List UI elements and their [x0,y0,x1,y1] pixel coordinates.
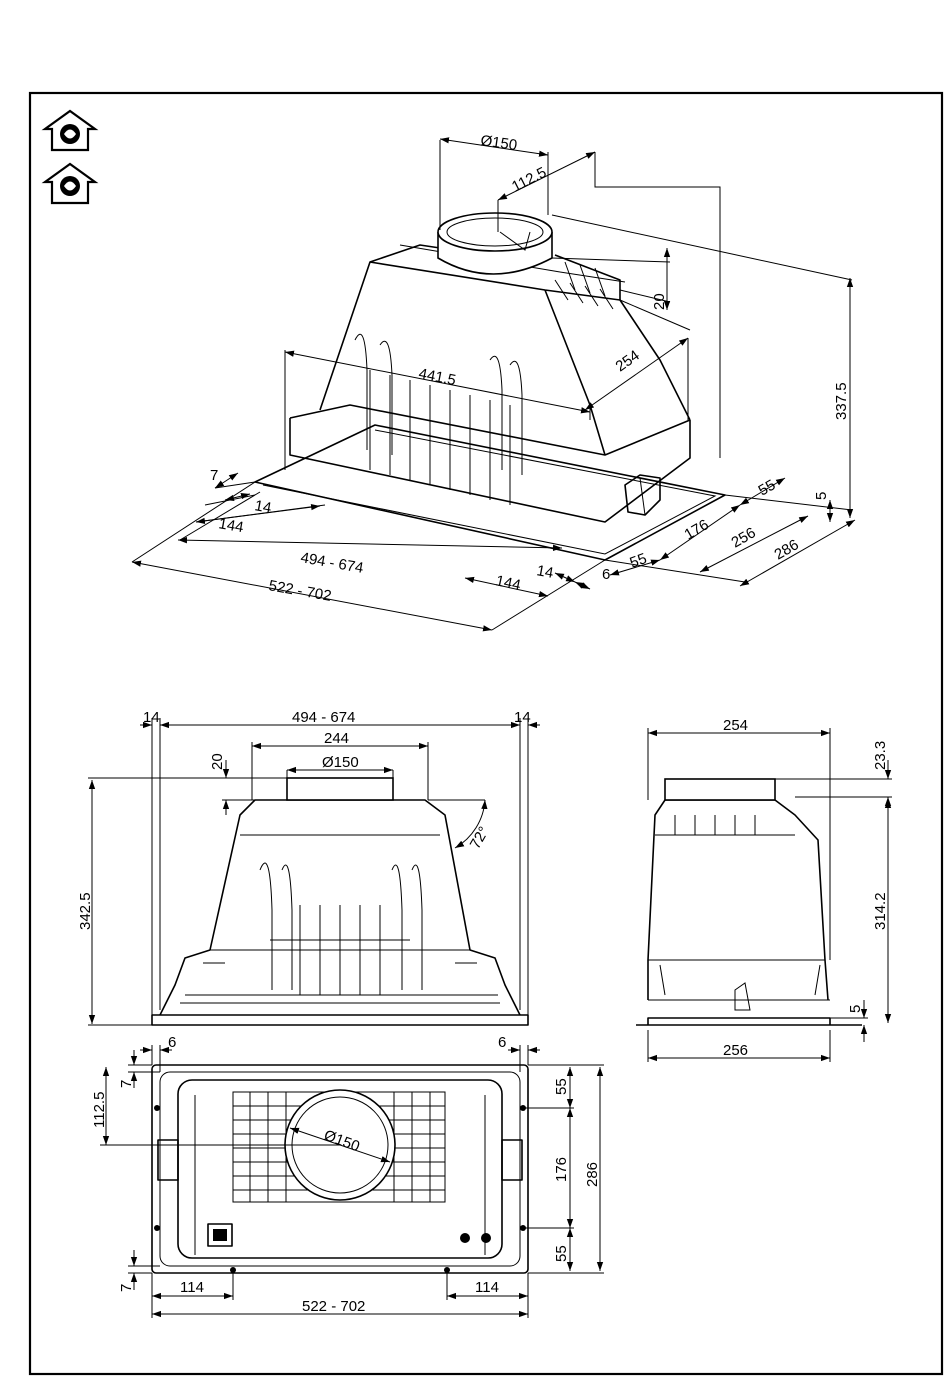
bottom-dim-55-top: 55 [553,1078,570,1095]
bottom-dim-55-bottom: 55 [553,1245,570,1262]
front-dim-494-674: 494 - 674 [292,709,355,726]
side-dim-256: 256 [723,1042,748,1059]
front-dim-14-right: 14 [514,709,531,726]
front-dim-14-left: 14 [143,709,160,726]
iso-dim-6: 6 [602,566,610,583]
iso-dim-441-5: 441.5 [417,365,457,389]
recirculation-mode-icon [45,164,95,203]
bottom-dim-114-left: 114 [180,1279,204,1296]
bottom-dim-6-left: 6 [168,1034,176,1051]
iso-dim-5: 5 [813,492,830,500]
bottom-view: 6 6 7 112.5 Ø150 55 176 286 55 7 114 114… [91,1034,604,1318]
iso-dim-176: 176 [682,516,712,543]
bottom-dim-286: 286 [584,1162,601,1187]
iso-dim-14-left: 14 [253,497,272,517]
iso-dim-55-upper: 55 [756,476,779,499]
iso-dim-256: 256 [729,524,759,551]
iso-dim-144-right: 144 [494,572,522,594]
bottom-dim-114-right: 114 [475,1279,499,1296]
isometric-view: Ø150 112.5 20 254 441.5 337.5 5 7 55 14 … [132,132,855,630]
iso-dim-494-674: 494 - 674 [299,549,364,577]
iso-dim-112-5: 112.5 [509,164,549,196]
front-view: 14 494 - 674 14 244 20 Ø150 342.5 72° [77,709,540,1025]
iso-dim-14-right: 14 [535,562,554,582]
iso-dim-286: 286 [772,536,802,563]
front-diameter-label: Ø150 [322,754,359,771]
bottom-dim-522-702: 522 - 702 [302,1298,365,1315]
bottom-dim-112-5: 112.5 [91,1092,108,1128]
iso-dim-254: 254 [613,347,643,375]
side-dim-314-2: 314.2 [872,892,889,930]
iso-dim-522-702: 522 - 702 [267,577,332,605]
bottom-dim-6-right: 6 [498,1034,506,1051]
extraction-mode-icon [45,111,95,150]
side-dim-254: 254 [723,717,748,734]
side-view: 254 23.3 314.2 5 256 [636,717,892,1062]
front-dim-244: 244 [324,730,349,747]
side-dim-23-3: 23.3 [872,741,889,770]
iso-dim-144-left: 144 [217,515,245,536]
front-angle-72: 72° [467,824,493,852]
iso-dim-20: 20 [651,293,668,310]
iso-diameter-label: Ø150 [479,132,518,154]
bottom-dim-7-bottom: 7 [118,1284,135,1292]
iso-dim-7: 7 [210,467,218,484]
front-dim-20: 20 [209,753,226,770]
bottom-dim-7-top: 7 [118,1080,135,1088]
bottom-dim-176: 176 [553,1157,570,1182]
front-dim-342-5: 342.5 [77,892,94,930]
side-dim-5: 5 [847,1005,864,1013]
iso-dim-337-5: 337.5 [833,382,850,420]
